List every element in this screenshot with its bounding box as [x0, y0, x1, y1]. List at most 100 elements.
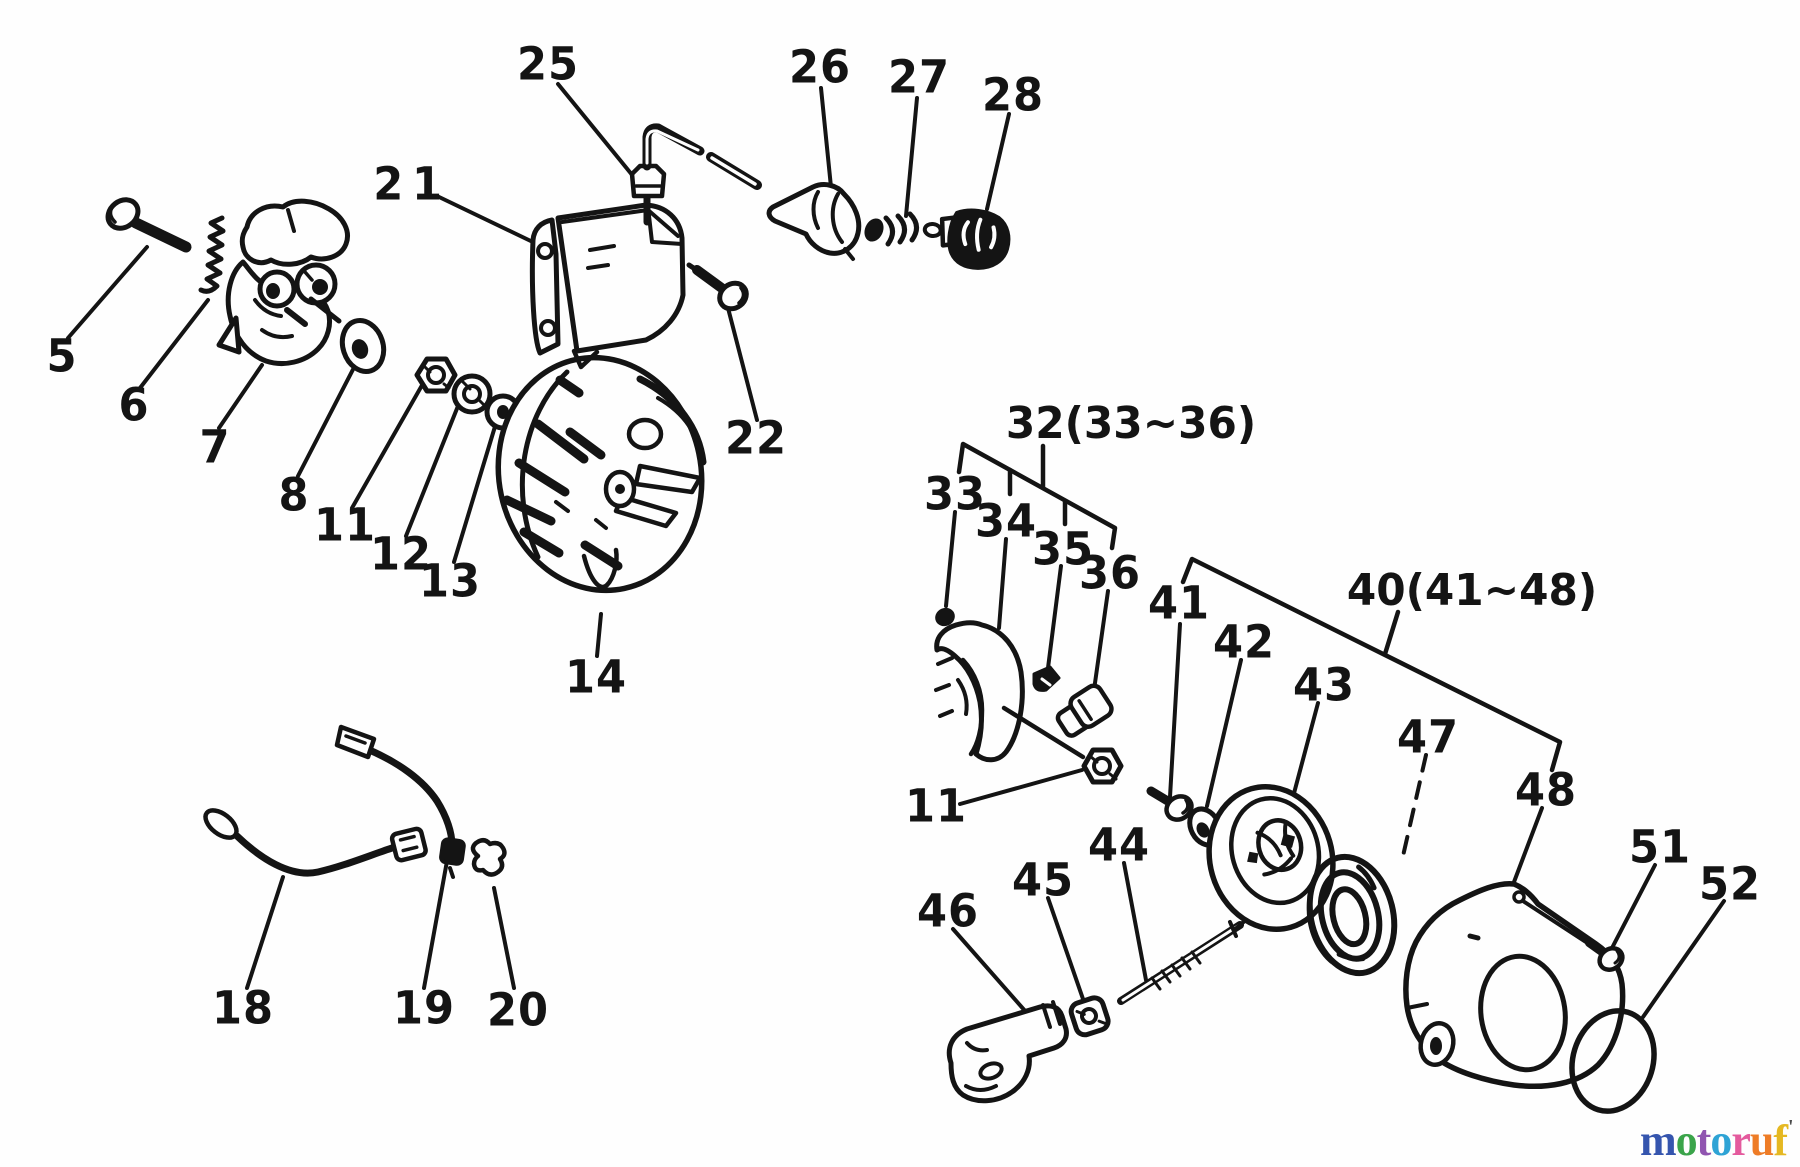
part-20-wire-clip [470, 838, 507, 877]
logo-letter-t: t [1696, 1116, 1712, 1165]
leader-51 [1610, 863, 1657, 950]
part-label-20: 20 [486, 983, 550, 1037]
leader-22 [726, 306, 759, 422]
group-bracket-32 [956, 441, 1118, 551]
part-41-bolt [1146, 786, 1194, 822]
leader-14 [595, 612, 603, 658]
part-21-ignition-coil [529, 202, 686, 370]
part-label-18: 18 [211, 981, 275, 1035]
leader-6 [138, 298, 210, 390]
part-label-43: 43 [1292, 658, 1356, 712]
leader-7 [217, 363, 264, 430]
leader-41 [1168, 622, 1182, 799]
part-18-lead-wire [203, 808, 428, 877]
part-label-33: 33 [923, 467, 987, 521]
leader-21 [435, 194, 539, 246]
logo-letter-f: f [1773, 1116, 1788, 1165]
part-48-starter-housing [1403, 880, 1626, 1090]
part-label-21: 21 [373, 157, 451, 211]
part-label-27: 27 [887, 50, 951, 104]
leader-45 [1046, 896, 1085, 1001]
part-11b-nut [1001, 705, 1124, 785]
leader-47 [1401, 753, 1428, 858]
group-label-40: 40(41~48) [1346, 565, 1598, 616]
leader-lines [66, 82, 1726, 1019]
logo-letter-m: m [1640, 1116, 1677, 1165]
group-bracket-40 [1180, 556, 1563, 773]
leader-43 [1291, 701, 1320, 799]
leader-11a [350, 378, 427, 510]
part-label-7: 7 [199, 420, 231, 474]
part-7-clutch-assembly [216, 198, 350, 366]
part-22-bolt [686, 262, 749, 312]
part-label-11b: 11 [904, 779, 968, 833]
leader-46 [951, 927, 1028, 1014]
leader-12 [404, 394, 464, 538]
logo-letter-r: r [1731, 1116, 1751, 1165]
part-label-25: 25 [516, 37, 580, 91]
leader-18 [245, 875, 285, 990]
part-11-nut [414, 356, 458, 394]
part-label-44: 44 [1087, 818, 1151, 872]
part-51-bolt [1585, 939, 1625, 972]
part-26-spark-plug-cap [766, 182, 862, 261]
part-5-bolt [105, 197, 192, 253]
motoruf-logo: motoruf'.de [1640, 1116, 1800, 1167]
leader-34 [997, 537, 1008, 630]
part-label-13: 13 [418, 554, 482, 608]
part-label-42: 42 [1212, 615, 1276, 669]
leader-36 [1092, 589, 1110, 692]
part-14-flywheel [495, 354, 707, 594]
part-label-22: 22 [724, 411, 788, 465]
logo-letter-o1: o [1675, 1116, 1698, 1165]
part-label-35: 35 [1031, 522, 1095, 576]
part-25-plug-wire [629, 123, 762, 226]
leader-20 [492, 886, 516, 990]
leader-8 [296, 350, 364, 478]
leader-28 [985, 112, 1011, 211]
logo-apostrophe: ' [1787, 1116, 1793, 1138]
leader-33 [944, 510, 957, 608]
part-label-52: 52 [1698, 857, 1762, 911]
part-label-46: 46 [916, 884, 980, 938]
part-label-8: 8 [278, 468, 310, 522]
leader-27 [904, 96, 919, 218]
leader-35 [1046, 564, 1063, 670]
part-6-spring [198, 215, 226, 294]
part-36-ratchet-guide [1055, 683, 1114, 738]
part-label-45: 45 [1011, 853, 1075, 907]
leader-26 [819, 86, 834, 199]
flywheel-fins [502, 375, 623, 571]
group-label-32: 32(33~36) [1005, 398, 1257, 449]
logo-letter-u: u [1749, 1116, 1775, 1165]
part-label-6: 6 [118, 378, 150, 432]
part-label-48: 48 [1514, 763, 1578, 817]
part-label-28: 28 [981, 68, 1045, 122]
leader-25 [556, 82, 635, 178]
leader-5 [66, 245, 149, 340]
leader-42 [1205, 658, 1243, 808]
part-28-spark-plug [922, 208, 1011, 270]
part-46-starter-grip [946, 1000, 1069, 1104]
part-8-washer [339, 318, 387, 374]
part-43-starter-pulley [1206, 784, 1336, 932]
part-label-41: 41 [1147, 576, 1211, 630]
part-label-47: 47 [1396, 710, 1460, 764]
leader-19 [422, 859, 449, 990]
leader-13 [452, 408, 502, 564]
part-12-lock-washer [451, 373, 493, 415]
part-47-rewind-spring [1306, 853, 1398, 977]
part-44-starter-post [1117, 918, 1248, 1005]
part-label-5: 5 [46, 329, 78, 383]
part-label-26: 26 [788, 40, 852, 94]
leader-52 [1641, 899, 1726, 1019]
part-52-o-ring [1569, 1008, 1657, 1114]
logo-letter-o2: o [1710, 1116, 1732, 1165]
part-label-19: 19 [392, 981, 456, 1035]
part-label-12: 12 [369, 527, 433, 581]
part-label-34: 34 [974, 494, 1038, 548]
part-27-spring [864, 211, 919, 247]
leader-11b [958, 768, 1084, 806]
